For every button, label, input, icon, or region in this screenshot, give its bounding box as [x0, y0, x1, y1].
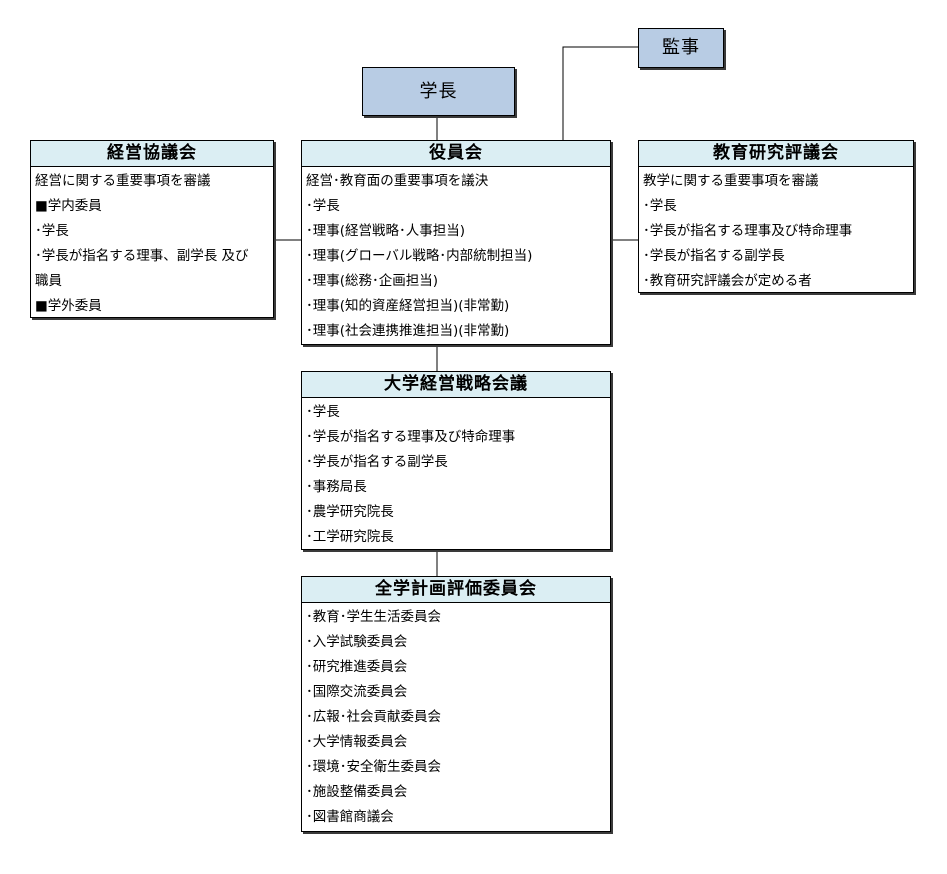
list-item: ･理事(グローバル戦略･内部統制担当) — [306, 248, 533, 264]
list-item: 経営に関する重要事項を審議 — [35, 173, 211, 189]
board-box: 役員会 経営･教育面の重要事項を議決 ･学長 ･理事(経営戦略･人事担当) ･理… — [301, 140, 611, 345]
list-item: ･学長が指名する副学長 — [643, 248, 785, 264]
board-title: 役員会 — [302, 141, 610, 167]
planning-committee-box: 全学計画評価委員会 ･教育･学生生活委員会 ･入学試験委員会 ･研究推進委員会 … — [301, 576, 611, 832]
list-item: ･国際交流委員会 — [306, 684, 408, 700]
auditor-box: 監事 — [638, 28, 724, 68]
list-item: 教学に関する重要事項を審議 — [643, 173, 819, 189]
list-item: ･入学試験委員会 — [306, 634, 408, 650]
list-item: ･学長が指名する理事、副学長 及び職員 — [35, 248, 249, 289]
list-item: ･学長 — [643, 198, 677, 214]
list-item: ･学長が指名する理事及び特命理事 — [306, 429, 516, 445]
list-item: ･理事(経営戦略･人事担当) — [306, 223, 466, 239]
list-item: ･理事(総務･企画担当) — [306, 273, 439, 289]
strategy-meeting-title: 大学経営戦略会議 — [302, 372, 610, 398]
list-item: ･大学情報委員会 — [306, 734, 408, 750]
list-item: ･環境･安全衛生委員会 — [306, 759, 441, 775]
list-item: ･学長が指名する理事及び特命理事 — [643, 223, 853, 239]
list-item: ･理事(知的資産経営担当)(非常勤) — [306, 298, 510, 314]
management-council-list: 経営に関する重要事項を審議 ■学内委員 ･学長 ･学長が指名する理事、副学長 及… — [31, 167, 273, 319]
list-item: ･学長 — [306, 198, 340, 214]
list-item: ･広報･社会貢献委員会 — [306, 709, 441, 725]
list-item: ■学外委員 — [35, 298, 102, 314]
list-item: ･教育･学生生活委員会 — [306, 609, 441, 625]
list-item: ･工学研究院長 — [306, 529, 394, 545]
education-council-box: 教育研究評議会 教学に関する重要事項を審議 ･学長 ･学長が指名する理事及び特命… — [638, 140, 914, 293]
board-list: 経営･教育面の重要事項を議決 ･学長 ･理事(経営戦略･人事担当) ･理事(グロ… — [302, 167, 610, 344]
auditor-title: 監事 — [662, 37, 700, 58]
list-item: ･研究推進委員会 — [306, 659, 408, 675]
list-item: ･農学研究院長 — [306, 504, 394, 520]
management-council-box: 経営協議会 経営に関する重要事項を審議 ■学内委員 ･学長 ･学長が指名する理事… — [30, 140, 274, 318]
list-item: ■学内委員 — [35, 198, 102, 214]
list-item: ･学長が指名する副学長 — [306, 454, 448, 470]
list-item: ･学長 — [306, 404, 340, 420]
strategy-meeting-list: ･学長 ･学長が指名する理事及び特命理事 ･学長が指名する副学長 ･事務局長 ･… — [302, 398, 610, 550]
management-council-title: 経営協議会 — [31, 141, 273, 167]
president-title: 学長 — [419, 81, 458, 102]
list-item: 経営･教育面の重要事項を議決 — [306, 173, 489, 189]
list-item: ･事務局長 — [306, 479, 367, 495]
list-item: ･学長 — [35, 223, 69, 239]
list-item: ･教育研究評議会が定める者 — [643, 273, 812, 289]
strategy-meeting-box: 大学経営戦略会議 ･学長 ･学長が指名する理事及び特命理事 ･学長が指名する副学… — [301, 371, 611, 550]
list-item: ･施設整備委員会 — [306, 784, 408, 800]
list-item: ･図書館商議会 — [306, 809, 394, 825]
education-council-list: 教学に関する重要事項を審議 ･学長 ･学長が指名する理事及び特命理事 ･学長が指… — [639, 167, 913, 294]
president-box: 学長 — [362, 67, 515, 116]
planning-committee-title: 全学計画評価委員会 — [302, 577, 610, 603]
planning-committee-list: ･教育･学生生活委員会 ･入学試験委員会 ･研究推進委員会 ･国際交流委員会 ･… — [302, 603, 610, 830]
line-auditor-board — [562, 46, 638, 140]
list-item: ･理事(社会連携推進担当)(非常勤) — [306, 323, 510, 339]
education-council-title: 教育研究評議会 — [639, 141, 913, 167]
